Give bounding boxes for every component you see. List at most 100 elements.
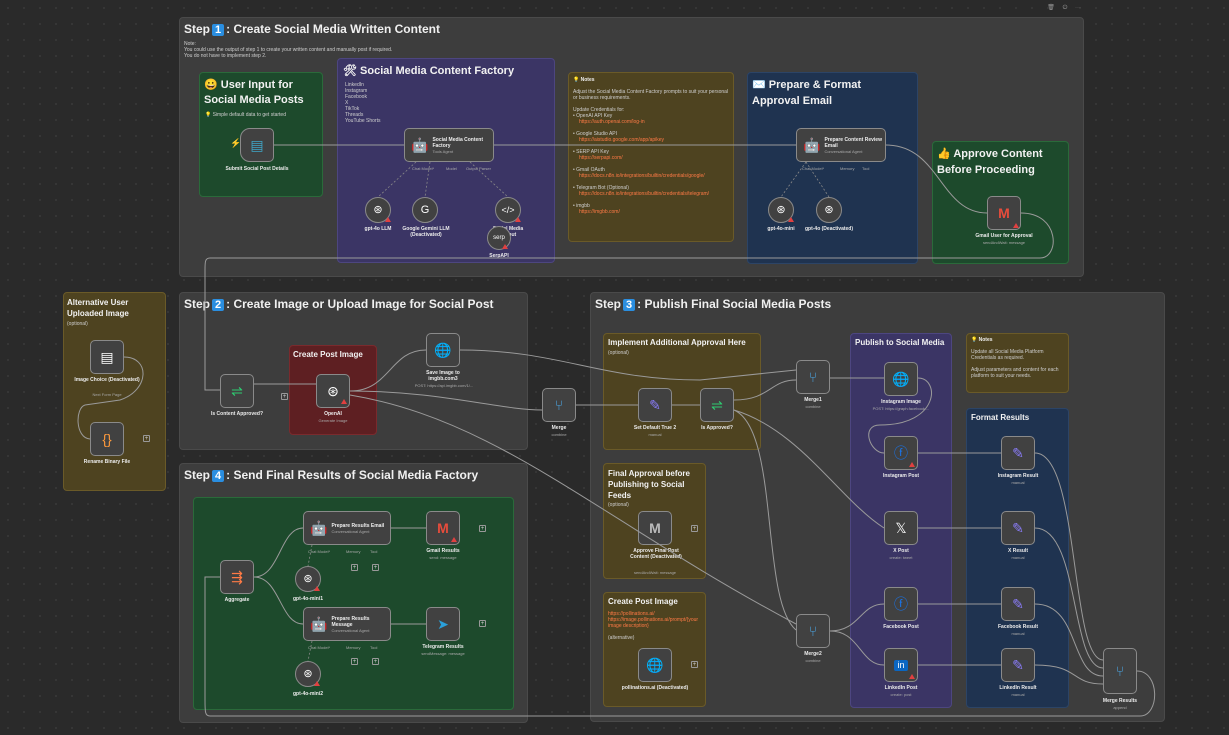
merge1-sub: combine xyxy=(805,404,821,409)
openai-icon: ⊛ xyxy=(303,572,313,585)
merge-icon: ⑂ xyxy=(554,397,564,413)
instagram-result-node[interactable]: ✎ xyxy=(1001,436,1035,470)
if-icon: ⇌ xyxy=(231,383,243,399)
credentials-notes-sticky[interactable] xyxy=(568,72,734,242)
alt-image-sticky[interactable] xyxy=(63,292,166,491)
factory-port-3: Output Parser xyxy=(466,166,491,171)
x-post-sub: create: tweet xyxy=(889,555,913,560)
x-result-sub: manual xyxy=(1011,555,1025,560)
approve-final-node[interactable]: M xyxy=(638,511,672,545)
openai-icon: ⊛ xyxy=(303,667,313,680)
openai-icon: ⊛ xyxy=(327,383,339,399)
add-node-button[interactable]: + xyxy=(281,393,288,400)
additional-approval-title: Implement Additional Approval Here xyxy=(608,338,746,347)
add-node-button[interactable]: + xyxy=(691,661,698,668)
linkedin-icon: in xyxy=(894,659,908,671)
telegram-results-node[interactable]: ➤ xyxy=(426,607,460,641)
user-input-title: 😀 User Input for Social Media Posts xyxy=(204,79,304,106)
gemini-llm-node[interactable]: G xyxy=(412,197,438,223)
facebook-post-node[interactable]: ⓕ xyxy=(884,587,918,621)
linkedin-post-label: LinkedIn Post xyxy=(884,685,918,691)
instagram-image-label: Instagram Image xyxy=(881,399,921,405)
robot-icon: 🤖 xyxy=(411,137,429,153)
instagram-result-label: Instagram Result xyxy=(997,473,1039,479)
is-approved-label: Is Approved? xyxy=(701,425,733,431)
instagram-image-node[interactable]: 🌐 xyxy=(884,362,918,396)
facebook-post-label: Facebook Post xyxy=(883,624,919,630)
add-node-button[interactable]: + xyxy=(479,620,486,627)
openai-icon: ⊛ xyxy=(824,203,834,216)
add-node-button[interactable]: + xyxy=(691,525,698,532)
gpt4o-mini-node[interactable]: ⊛ xyxy=(768,197,794,223)
alt-image-title: Alternative User Uploaded Image xyxy=(67,298,129,318)
warn-icon xyxy=(909,674,915,679)
merge-results-sub: append xyxy=(1113,705,1127,710)
add-tool-button[interactable]: + xyxy=(372,658,379,665)
add-node-button[interactable]: + xyxy=(143,435,150,442)
sticky-toolbar[interactable]: 🗑 ⏻ ⋯ xyxy=(1047,5,1084,11)
linkedin-result-label: LinkedIn Result xyxy=(999,685,1037,691)
format-results-title: Format Results xyxy=(971,413,1030,422)
instagram-image-sub: POST: https://graph.facebook.... xyxy=(872,406,930,411)
step4-port-a2: Memory xyxy=(346,549,361,554)
facebook-result-label: Facebook Result xyxy=(997,624,1038,630)
pencil-icon: ✎ xyxy=(649,397,661,413)
set-default-node[interactable]: ✎ xyxy=(638,388,672,422)
warn-icon xyxy=(502,244,508,249)
final-approval-title: Final Approval before Publishing to Soci… xyxy=(608,469,690,500)
warn-icon xyxy=(1013,223,1019,228)
merge2-node[interactable]: ⑂ xyxy=(796,614,830,648)
linkedin-result-sub: manual xyxy=(1011,692,1025,697)
instagram-post-label: Instagram Post xyxy=(882,473,920,479)
add-memory-button[interactable]: + xyxy=(351,564,358,571)
is-content-approved-node[interactable]: ⇌ xyxy=(220,374,254,408)
linkedin-result-node[interactable]: ✎ xyxy=(1001,648,1035,682)
code-icon: </> xyxy=(501,204,515,215)
approval-email-sticky[interactable] xyxy=(747,72,918,264)
create-post-image-title: Create Post Image xyxy=(293,350,363,359)
save-imgbb-node[interactable]: 🌐 xyxy=(426,333,460,367)
gpt4o-node[interactable]: ⊛ xyxy=(816,197,842,223)
x-post-node[interactable]: 𝕏 xyxy=(884,511,918,545)
submit-form-node[interactable]: ▤ xyxy=(240,128,274,162)
merge1-node[interactable]: ⑂ xyxy=(796,360,830,394)
google-icon: G xyxy=(420,203,430,216)
merge-node[interactable]: ⑂ xyxy=(542,388,576,422)
telegram-icon: ➤ xyxy=(437,616,449,632)
facebook-result-node[interactable]: ✎ xyxy=(1001,587,1035,621)
gpt4o-mini1-node[interactable]: ⊛ xyxy=(295,566,321,592)
image-choice-node[interactable]: ▤ xyxy=(90,340,124,374)
pencil-icon: ✎ xyxy=(1012,596,1024,612)
step4-port-a3: Tool xyxy=(370,549,378,554)
rename-binary-node[interactable]: {} xyxy=(90,422,124,456)
robot-icon: 🤖 xyxy=(803,137,821,153)
add-tool-button[interactable]: + xyxy=(372,564,379,571)
aggregate-node[interactable]: ⇶ xyxy=(220,560,254,594)
robot-icon: 🤖 xyxy=(310,520,328,536)
merge-results-node[interactable]: ⑂ xyxy=(1103,648,1137,694)
gpt4o-mini2-node[interactable]: ⊛ xyxy=(295,661,321,687)
factory-title: 🛠 Social Media Content Factory xyxy=(343,65,515,77)
output-parser-node[interactable]: </> xyxy=(495,197,521,223)
image-choice-sub: Next Form Page xyxy=(92,392,122,397)
platform-notes-sticky[interactable] xyxy=(966,333,1069,393)
add-memory-button[interactable]: + xyxy=(351,658,358,665)
save-imgbb-label: Save Image to imgbb.com3 xyxy=(426,370,460,382)
create-post-image-alt-title: Create Post Image xyxy=(608,597,678,606)
merge2-sub: combine xyxy=(805,658,821,663)
set-default-sub: manual xyxy=(648,432,662,437)
x-result-node[interactable]: ✎ xyxy=(1001,511,1035,545)
facebook-icon: ⓕ xyxy=(894,445,908,461)
email-port-1: Chat Model* xyxy=(802,166,825,171)
additional-approval-sticky[interactable] xyxy=(603,333,761,450)
is-approved-node[interactable]: ⇌ xyxy=(700,388,734,422)
warn-icon xyxy=(788,217,794,222)
add-node-button[interactable]: + xyxy=(479,525,486,532)
pollinations-node[interactable]: 🌐 xyxy=(638,648,672,682)
warn-icon xyxy=(909,462,915,467)
